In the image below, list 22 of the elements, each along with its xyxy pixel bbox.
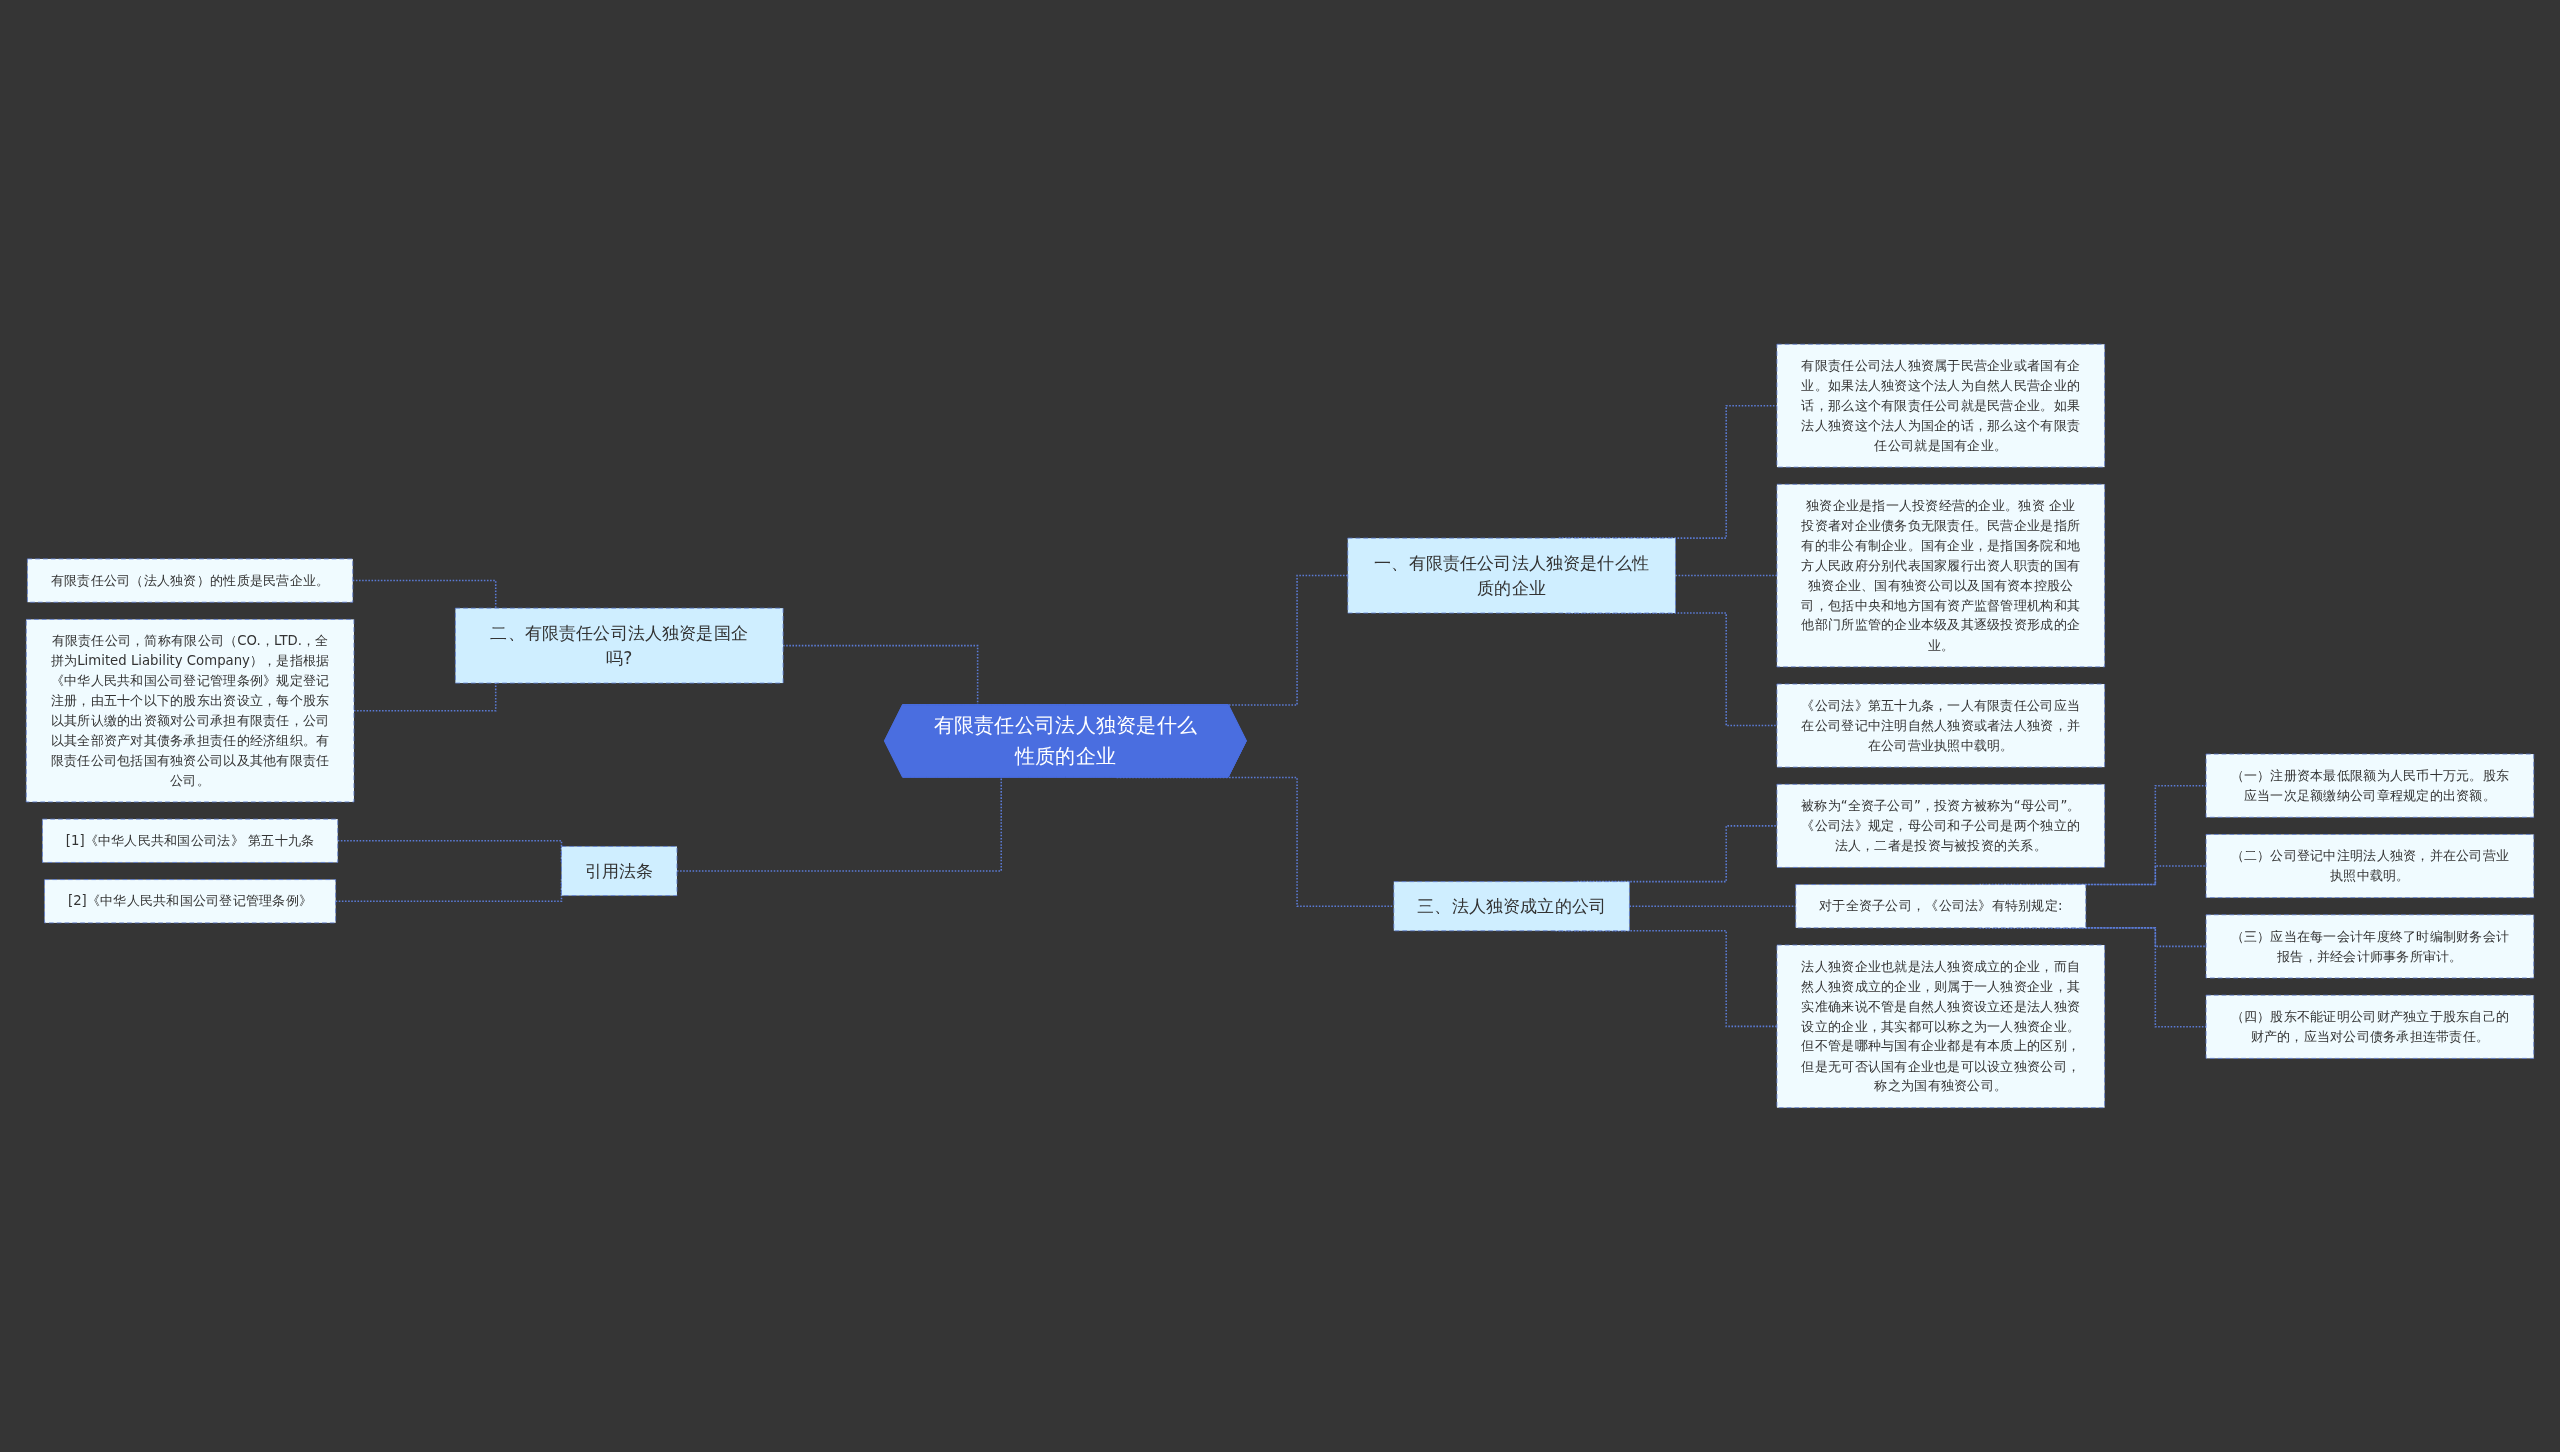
mind-map: 有限责任公司法人独资是什么性质的企业 一、有限责任公司法人独资是什么性质的企业 有限责任公司法人独资属于民营企业或者国有企业。如果法人独资这个法人为自然人民营企业的话，那么这个有限责任公司就是民营企业。如果法人独资这个法人为国企的话，那么这个有限责任公司就是国有企业。 独资企业是指一人投资经营的企业。独资 企业投资者对企业债务负无限责任。民营企业是指所有的非公有制企业。国有企业，是指国务院和地方人民政府分别代表国家履行出资人职责的国有独资企业、国有独资公司以及国有资本控股公司，包括中央和地方国有资产监督管理机构和其他部门所监管的企业本级及其逐级投资形成的企业。 《公司法》第五十九条，一人有限责任公司应当在公司登记中注明自然人独资或者法人独资，并在公司营业执照中载明。 二、有限责任公司法人独资是国企吗? 有限责任公司（法人独资）的性质是民营企业。 有限责任公司，简称有限公司（CO.，LTD.，全拼为Limited Liability Company），是指根据《中华人民共和国公司登记管理条例》规定登记注册，由五十个以下的股东出资设立，每个股东以其所认缴的出资额对公司承担有限责任，公司以其全部资产对其债务承担责任的经济组织。有限责任公司包括国有独资公司以及其他有限责任公司。 三、法人独资成立的公司 被称为“全资子公司”，投资方被称为“母公司”。《公司法》规定，母公司和子公司是两个独立的法人，二者是投资与被投资的关系。 对于全资子公司，《公司法》有特别规定: （一）注册资本最低限额为人民币十万元。股东应当一次足额缴纳公司章程规定的出资额。 （二）公司登记中注明法人独资，并在公司营业执照中载明。 （三）应当在每一会计年度终了时编制财务会计报告，并经会计师事务所审计。 （四）股东不能证明公司财产独立于股东自己的财产的，应当对公司债务承担连带责任。 法人独资企业也就是法人独资成立的企业，而自然人独资成立的企业，则属于一人独资企业，其实准确来说不管是自然人独资设立还是法人独资设立的企业，其实都可以称之为一人独资企业。但不管是哪种与国有企业都是有本质上的区别，但是无可否认国有企业也是可以设立独资公司，称之为国有独资公司。 引用法条 [1]《中华人民共和国公司法》 第五十九条 [2]《中华人民共和国公司登记管理条例》 xyxy=(20,338,2540,1114)
node-box xyxy=(25,619,355,803)
node-box xyxy=(1393,881,1630,932)
connector xyxy=(352,579,497,609)
node-box xyxy=(1347,537,1676,614)
node-box xyxy=(1776,683,2105,768)
node-box xyxy=(2205,914,2535,979)
node-box xyxy=(42,818,339,863)
connector xyxy=(353,682,497,712)
node-box xyxy=(455,607,784,684)
node-box xyxy=(44,879,337,924)
node-box xyxy=(1776,783,2105,868)
node-box xyxy=(561,846,678,896)
node-box xyxy=(1776,944,2105,1109)
node-box xyxy=(2205,834,2535,899)
node-box xyxy=(1795,884,2087,929)
node-box xyxy=(2205,753,2535,818)
node-box xyxy=(1776,343,2105,468)
node-box xyxy=(27,558,354,603)
connector xyxy=(676,776,1002,872)
node-box xyxy=(1776,483,2105,668)
node-box xyxy=(2205,994,2535,1059)
